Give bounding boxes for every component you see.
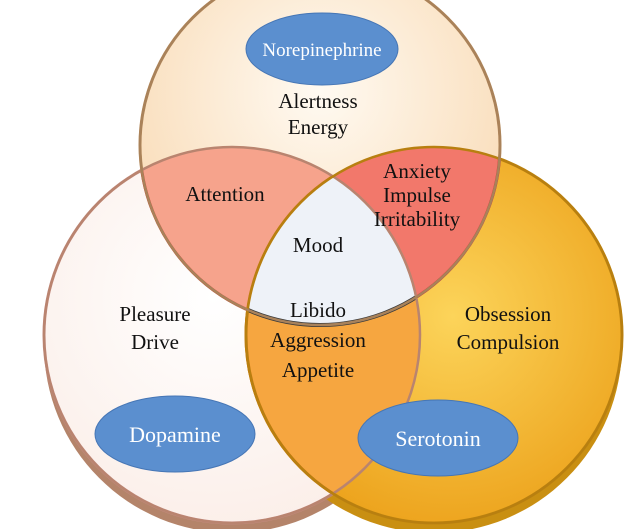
serotonin-badge: [357, 399, 519, 477]
overlap-libido-line-1: Libido: [290, 298, 346, 322]
overlap-libido-line-3: Appetite: [282, 358, 354, 382]
overlap-attention-label: Attention: [185, 182, 265, 206]
overlap-anxiety-line-3: Irritability: [374, 207, 461, 231]
dopamine-label: Dopamine: [129, 422, 221, 447]
right-function-2: Compulsion: [457, 330, 560, 354]
serotonin-label: Serotonin: [395, 426, 481, 451]
overlap-anxiety-line-2: Impulse: [383, 183, 451, 207]
overlap-anxiety-line-1: Anxiety: [383, 159, 451, 183]
top-function-2: Energy: [288, 115, 349, 139]
overlap-libido-line-2: Aggression: [270, 328, 366, 352]
norepinephrine-badge: [245, 12, 399, 86]
right-function-1: Obsession: [465, 302, 552, 326]
norepinephrine-label: Norepinephrine: [262, 40, 381, 61]
left-function-2: Drive: [131, 330, 179, 354]
left-function-1: Pleasure: [119, 302, 190, 326]
top-function-1: Alertness: [278, 89, 357, 113]
dopamine-badge: [94, 395, 256, 473]
overlap-mood-label: Mood: [293, 233, 344, 257]
